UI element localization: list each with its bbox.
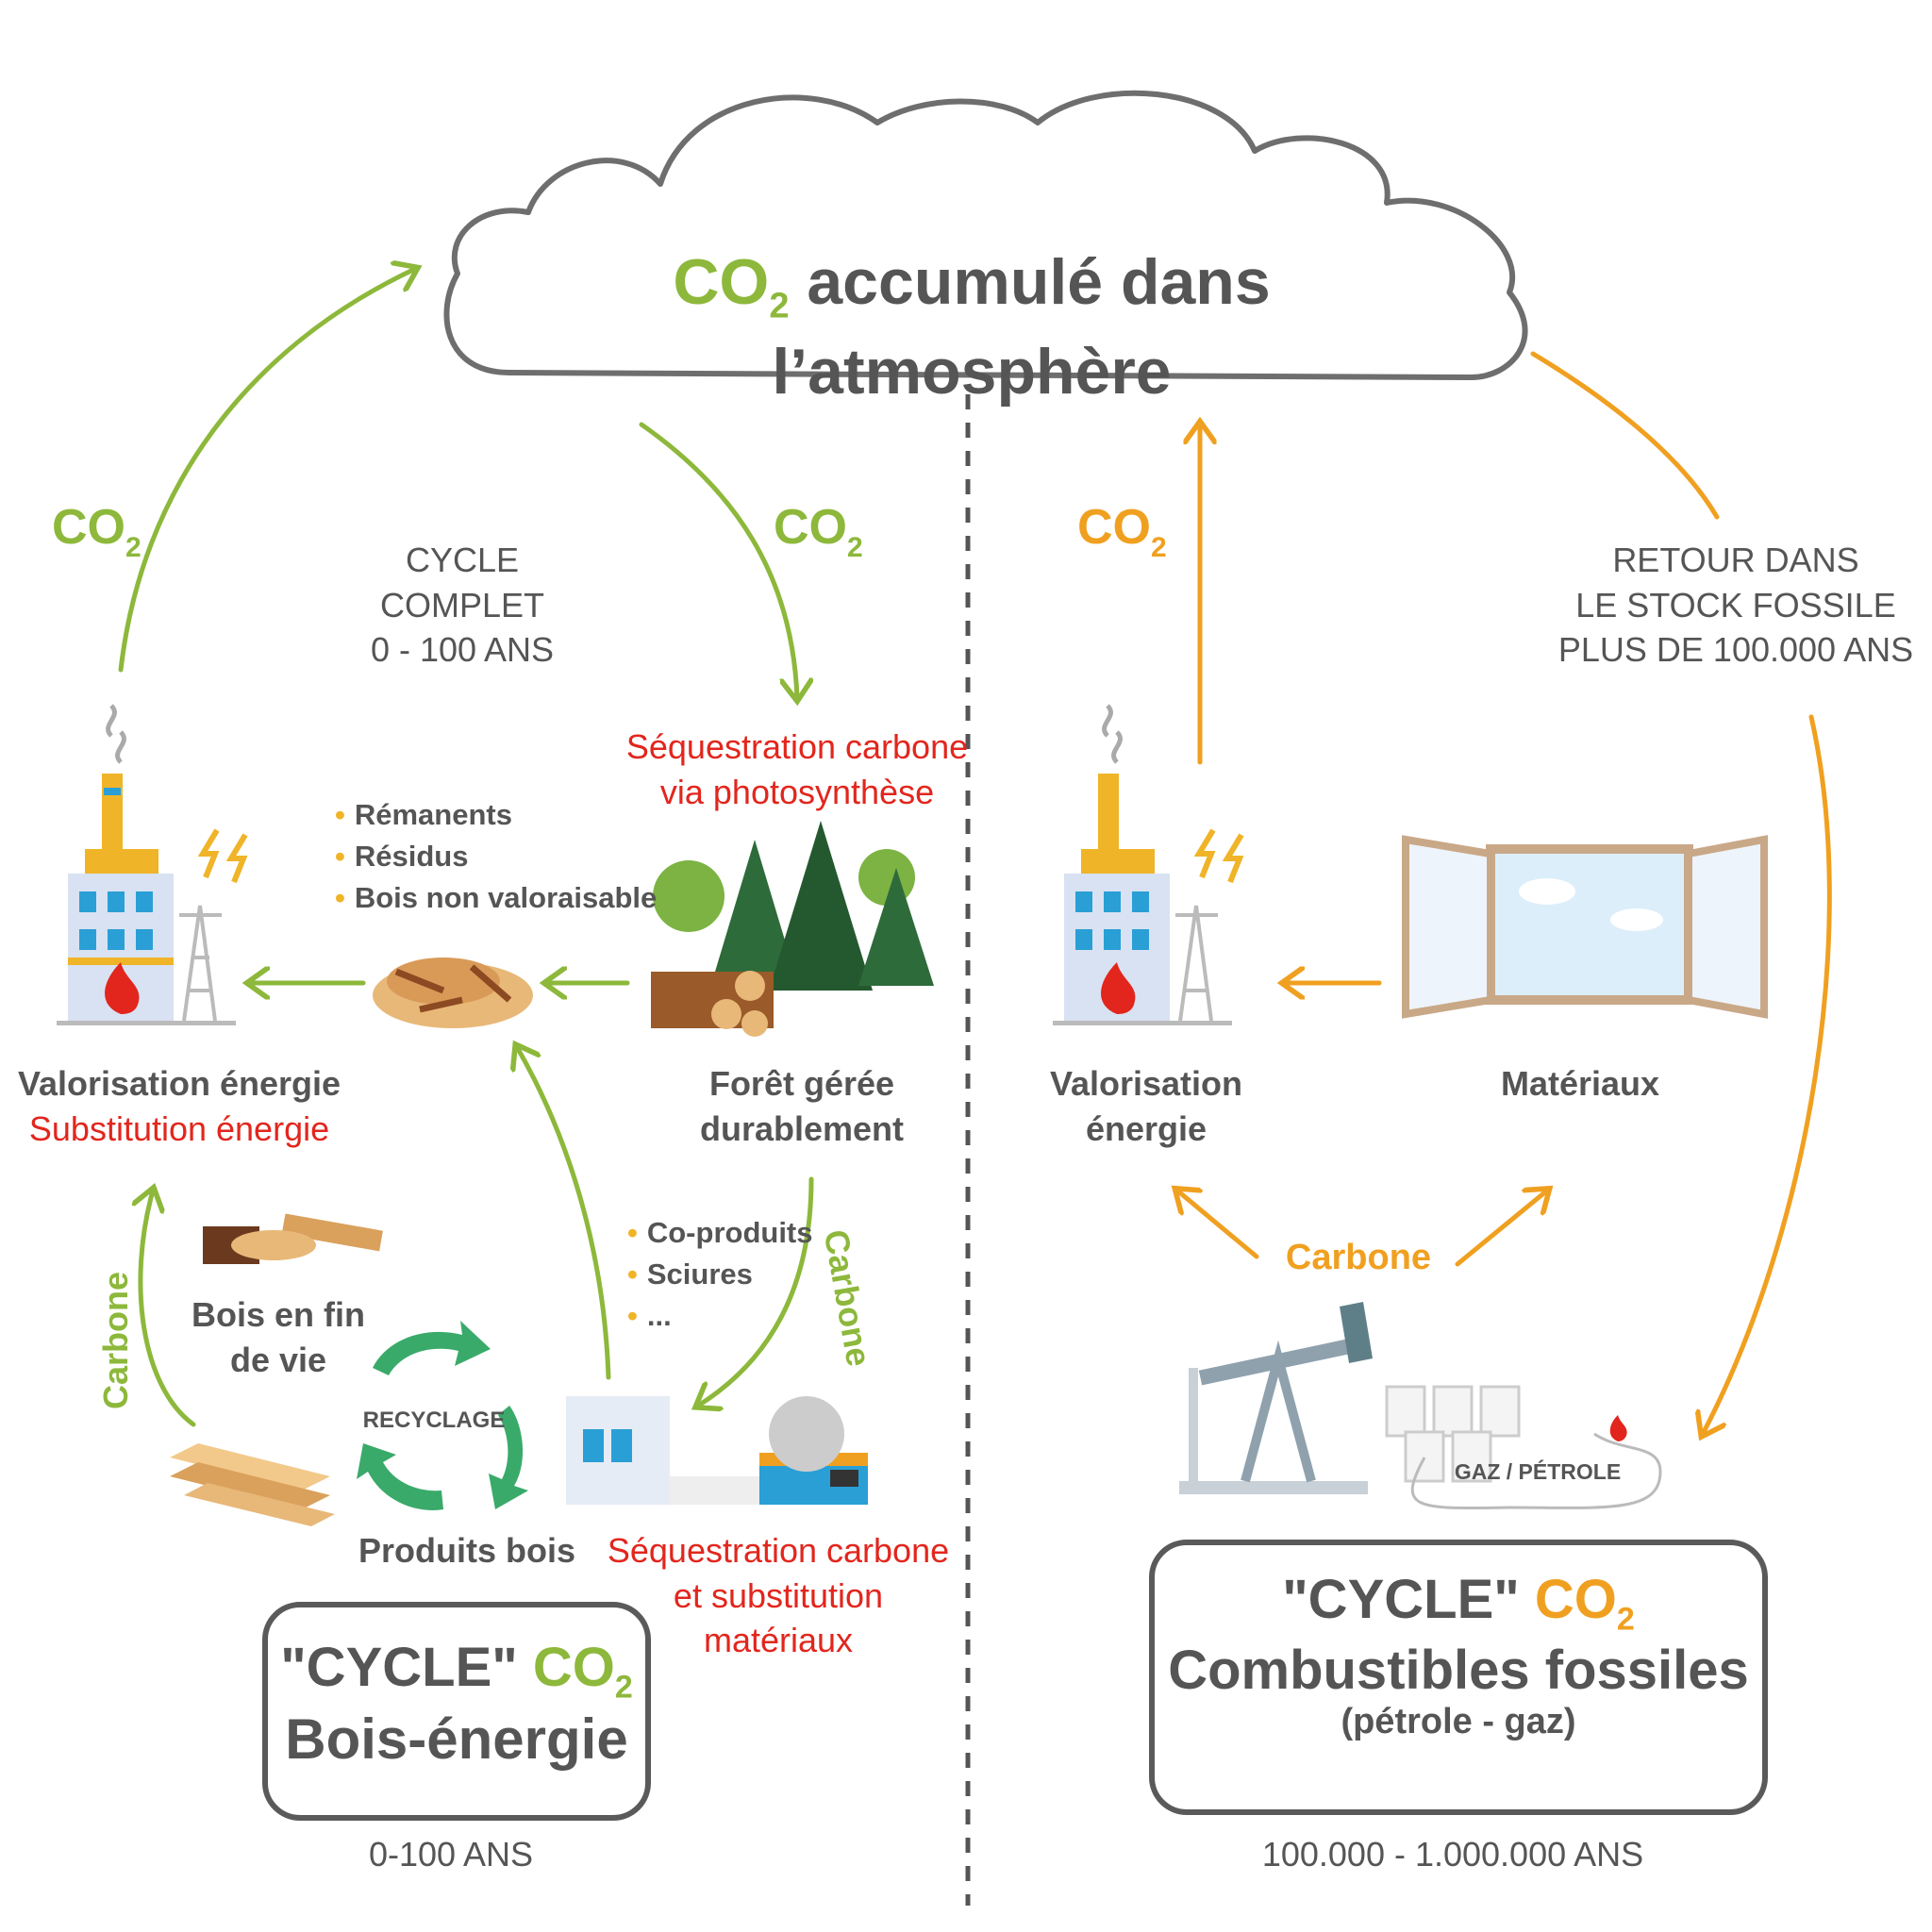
duration-right: 100.000 - 1.000.000 ANS <box>1261 1835 1644 1874</box>
arrow-carbone-left <box>141 1191 196 1427</box>
materiaux-label: Matériaux <box>1500 1064 1660 1103</box>
cloud-shape <box>443 90 1528 380</box>
arrow-carbone-to-materiaux <box>1455 1191 1547 1267</box>
arrow-carbone-to-energie <box>1177 1191 1259 1259</box>
duration-left: 0-100 ANS <box>368 1835 534 1874</box>
forest-icon <box>651 821 934 1037</box>
sawmill-icon <box>566 1396 868 1505</box>
oil-pump-icon <box>1179 1302 1373 1494</box>
residues-list: Rémanents Résidus Bois non valoraisable <box>335 794 657 919</box>
carbone-label-left: Carbone <box>96 1271 136 1410</box>
arrow-co2-down <box>639 422 797 698</box>
carbone-label-fossil: Carbone <box>1285 1238 1432 1277</box>
arrow-retour-bottom <box>1703 714 1832 1434</box>
power-plant-icon-right <box>1053 704 1244 1025</box>
power-plant-icon-left <box>57 704 248 1025</box>
barrels-icon <box>1385 1385 1521 1483</box>
arrow-co2-up-left <box>118 269 415 673</box>
bois-fin-vie-label: Bois en fin de vie <box>191 1295 365 1379</box>
waste-wood-icon <box>203 1213 383 1264</box>
retour-stock-fossile-label: RETOUR DANS LE STOCK FOSSILE PLUS DE 100… <box>1557 541 1914 670</box>
valorisation-energie-left: Valorisation énergie Substitution énergi… <box>17 1064 341 1148</box>
window-icon <box>1402 835 1768 1019</box>
produits-bois-label: Produits bois <box>358 1531 575 1570</box>
arrow-scierie-to-residus <box>517 1047 611 1380</box>
wood-chips-icon <box>373 958 533 1028</box>
foret-label: Forêt gérée durablement <box>699 1064 905 1148</box>
co2-label-up-left: CO2 <box>52 500 142 563</box>
coproducts-list: Co-produits Sciures ... <box>627 1212 813 1337</box>
co2-label-up-right: CO2 <box>1077 500 1167 563</box>
atmosphere-title: CO2 accumulé dans l’atmosphère <box>673 246 1271 408</box>
recyclage-label: RECYCLAGE <box>362 1407 506 1433</box>
recycling-icon <box>357 1321 528 1510</box>
gaz-petrole-label: GAZ / PÉTROLE <box>1454 1459 1622 1484</box>
sequestration-materiaux-label: Séquestration carbone et substitution ma… <box>607 1531 950 1660</box>
cycle-bois-energie-box: "CYCLE" CO2 Bois-énergie <box>262 1602 651 1821</box>
flame-icon <box>1609 1415 1627 1441</box>
planks-icon <box>170 1443 335 1526</box>
co2-label-down: CO2 <box>774 500 863 563</box>
arrow-retour-top <box>1530 351 1720 520</box>
gas-outline <box>1410 1432 1662 1510</box>
sequestration-photosynthese-label: Séquestration carbone via photosynthèse <box>625 727 969 811</box>
cycle-complet-label: CYCLE COMPLET 0 - 100 ANS <box>370 541 555 670</box>
cycle-fossiles-box: "CYCLE" CO2 Combustibles fossiles (pétro… <box>1149 1540 1768 1815</box>
valorisation-energie-right: Valorisation énergie <box>1049 1064 1243 1148</box>
